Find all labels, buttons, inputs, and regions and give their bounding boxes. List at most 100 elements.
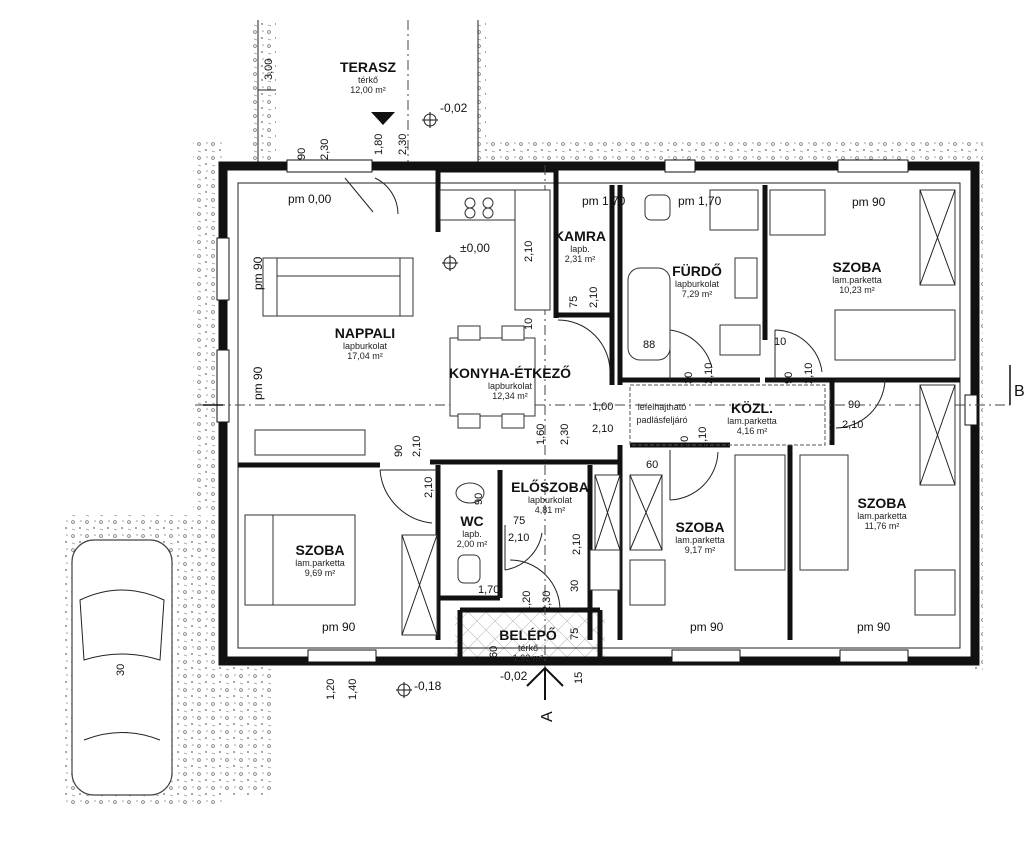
room-area: 4,16 m² [737, 426, 768, 436]
level-kitchen: ±0,00 [460, 241, 490, 255]
room-name: NAPPALI [335, 325, 395, 341]
dimension-label: 90 [848, 399, 860, 411]
room-name: SZOBA [676, 519, 725, 535]
room-name: WC [460, 513, 483, 529]
level-terrace: -0,02 [440, 101, 468, 115]
room-area: 10,23 m² [839, 285, 875, 295]
dimension-label: 2,10 [842, 419, 863, 431]
dimension-label: 2,30 [319, 139, 331, 160]
room-floor: lam.parketta [727, 416, 777, 426]
section-label-b: B [1014, 383, 1024, 400]
stair-note: padlásfeljáró [636, 415, 687, 425]
dimension-label: 90 [393, 445, 405, 457]
dimension-label: 90 [783, 372, 795, 384]
room-area: 12,00 m² [350, 85, 386, 95]
dimension-label: 1,80 [373, 134, 385, 155]
room-name: SZOBA [858, 495, 907, 511]
room-floor: lapb. [570, 244, 590, 254]
dimension-label: 3,00 [263, 59, 275, 80]
room-name: SZOBA [296, 542, 345, 558]
dimension-label: 2,10 [423, 477, 435, 498]
room-area: 2,00 m² [457, 539, 488, 549]
room-area: 9,69 m² [305, 568, 336, 578]
interior-walls [238, 167, 960, 660]
room-name: ELŐSZOBA [511, 478, 589, 495]
room-area: 1,92 m² [513, 653, 544, 663]
dimension-label: 75 [569, 628, 581, 640]
dimension-label: 1,00 [592, 401, 613, 413]
parapet-label: pm 1,70 [582, 194, 626, 208]
dimension-label: 10 [523, 318, 535, 330]
dimension-label: 2,30 [541, 591, 553, 612]
room-area: 2,31 m² [565, 254, 596, 264]
terrace-entry-arrow [371, 112, 395, 125]
car-icon [71, 539, 173, 796]
level-entrance: -0,02 [500, 669, 528, 683]
parapet-label: pm 90 [852, 195, 886, 209]
room-name: SZOBA [833, 259, 882, 275]
dimension-label: 2,10 [803, 363, 815, 384]
dimension-label: 10 [774, 336, 786, 348]
room-name: KÖZL. [731, 400, 773, 416]
dimension-label: 90 [473, 493, 485, 505]
dimension-label: 1,40 [347, 679, 359, 700]
parapet-label: pm 90 [322, 620, 356, 634]
stair-note: lefelhajtható [638, 402, 687, 412]
room-area: 4,81 m² [535, 505, 566, 515]
dimension-label: 1,60 [535, 424, 547, 445]
dimension-label: 1,20 [325, 679, 337, 700]
room-name: FÜRDŐ [672, 262, 722, 279]
dimension-label: 88 [643, 339, 655, 351]
parapet-label: pm 90 [251, 366, 265, 400]
room-area: 9,17 m² [685, 545, 716, 555]
room-floor: lapb. [462, 529, 482, 539]
room-name: BELÉPŐ [499, 626, 557, 643]
dimension-label: 2,10 [697, 427, 709, 448]
parapet-label: pm 1,70 [678, 194, 722, 208]
dimension-label: 30 [115, 664, 127, 676]
dimension-label: 2,10 [411, 436, 423, 457]
dimension-label: 15 [573, 672, 585, 684]
room-name: KONYHA-ÉTKEZŐ [449, 364, 571, 381]
room-floor: térkő [358, 75, 378, 85]
dimension-label: 30 [683, 372, 695, 384]
parapet-label: pm 90 [251, 256, 265, 290]
room-floor: lapburkolat [343, 341, 388, 351]
dimension-label: 2,10 [588, 287, 600, 308]
section-label-a: A [539, 711, 556, 722]
dimension-label: 2,10 [592, 423, 613, 435]
terrace [257, 20, 479, 165]
room-area: 7,29 m² [682, 289, 713, 299]
room-floor: lam.parketta [832, 275, 882, 285]
ground-hatch [62, 20, 983, 805]
room-floor: lapburkolat [488, 381, 533, 391]
parapet-label: pm 90 [690, 620, 724, 634]
dimension-label: 2,10 [508, 532, 529, 544]
room-area: 12,34 m² [492, 391, 528, 401]
dimension-labels: 3,00 90 2,30 1,80 2,30 2,10 75 2,10 88 1… [115, 59, 863, 700]
dimension-label: 2,30 [397, 134, 409, 155]
room-name: TERASZ [340, 59, 396, 75]
dimension-label: 1,70 [478, 584, 499, 596]
room-floor: térkő [518, 643, 538, 653]
dimension-label: 60 [488, 646, 500, 658]
room-name: KAMRA [554, 228, 606, 244]
furniture [244, 189, 956, 636]
parapet-label: pm 0,00 [288, 192, 332, 206]
dimension-label: 2,10 [703, 363, 715, 384]
level-marker [396, 112, 458, 698]
dimension-label: 2,10 [571, 534, 583, 555]
room-area: 11,76 m² [865, 521, 900, 531]
section-a-mark [526, 666, 564, 700]
room-floor: lam.parketta [675, 535, 725, 545]
dimension-label: 75 [568, 296, 580, 308]
room-floor: lapburkolat [675, 279, 720, 289]
dimension-label: 90 [296, 148, 308, 160]
dimension-label: 2,30 [559, 424, 571, 445]
room-floor: lam.parketta [857, 511, 907, 521]
dimension-label: 2,10 [523, 241, 535, 262]
parapet-label: pm 90 [857, 620, 891, 634]
room-floor: lam.parketta [295, 558, 345, 568]
windows [216, 159, 978, 663]
